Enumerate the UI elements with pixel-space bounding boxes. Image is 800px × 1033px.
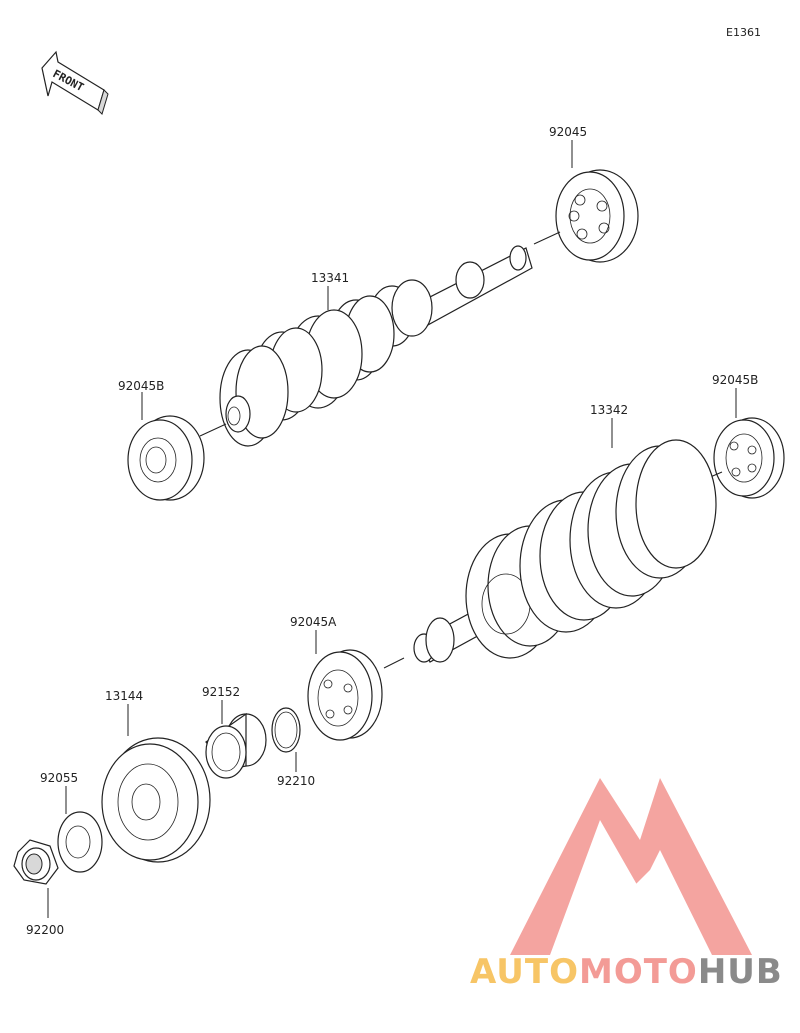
label-13144: 13144 <box>105 689 143 703</box>
bearing-92045B-right <box>713 417 785 499</box>
output-shaft-13342 <box>413 439 717 663</box>
watermark-hub: HUB <box>698 952 783 992</box>
watermark-text: AUTOMOTOHUB <box>470 952 783 992</box>
bearing-92045 <box>555 169 639 263</box>
label-92045: 92045 <box>549 125 587 139</box>
label-92210: 92200 <box>26 923 64 937</box>
collar-92152 <box>205 712 267 779</box>
bearing-92045A <box>307 649 383 741</box>
washer-92200 <box>57 811 103 873</box>
circlip-92055 <box>271 707 301 753</box>
front-arrow-icon: FRONT <box>41 50 109 115</box>
input-shaft-13341 <box>219 245 533 447</box>
label-92152: 92152 <box>202 685 240 699</box>
label-92200: 92055 <box>40 771 78 785</box>
label-13341: 13341 <box>311 271 349 285</box>
label-92045B-right: 92045B <box>712 373 758 387</box>
label-13342: 13342 <box>590 403 628 417</box>
nut-92210 <box>13 839 59 885</box>
label-92045A: 92045A <box>290 615 337 629</box>
label-92055: 92210 <box>277 774 315 788</box>
watermark-logo <box>510 778 752 955</box>
diagram-ref-code: E1361 <box>726 26 761 39</box>
label-92045B-left: 92045B <box>118 379 164 393</box>
watermark-moto: MOTO <box>579 952 698 992</box>
watermark-auto: AUTO <box>470 952 579 992</box>
sprocket-13144 <box>101 737 211 863</box>
bearing-92045B-left <box>127 415 205 501</box>
